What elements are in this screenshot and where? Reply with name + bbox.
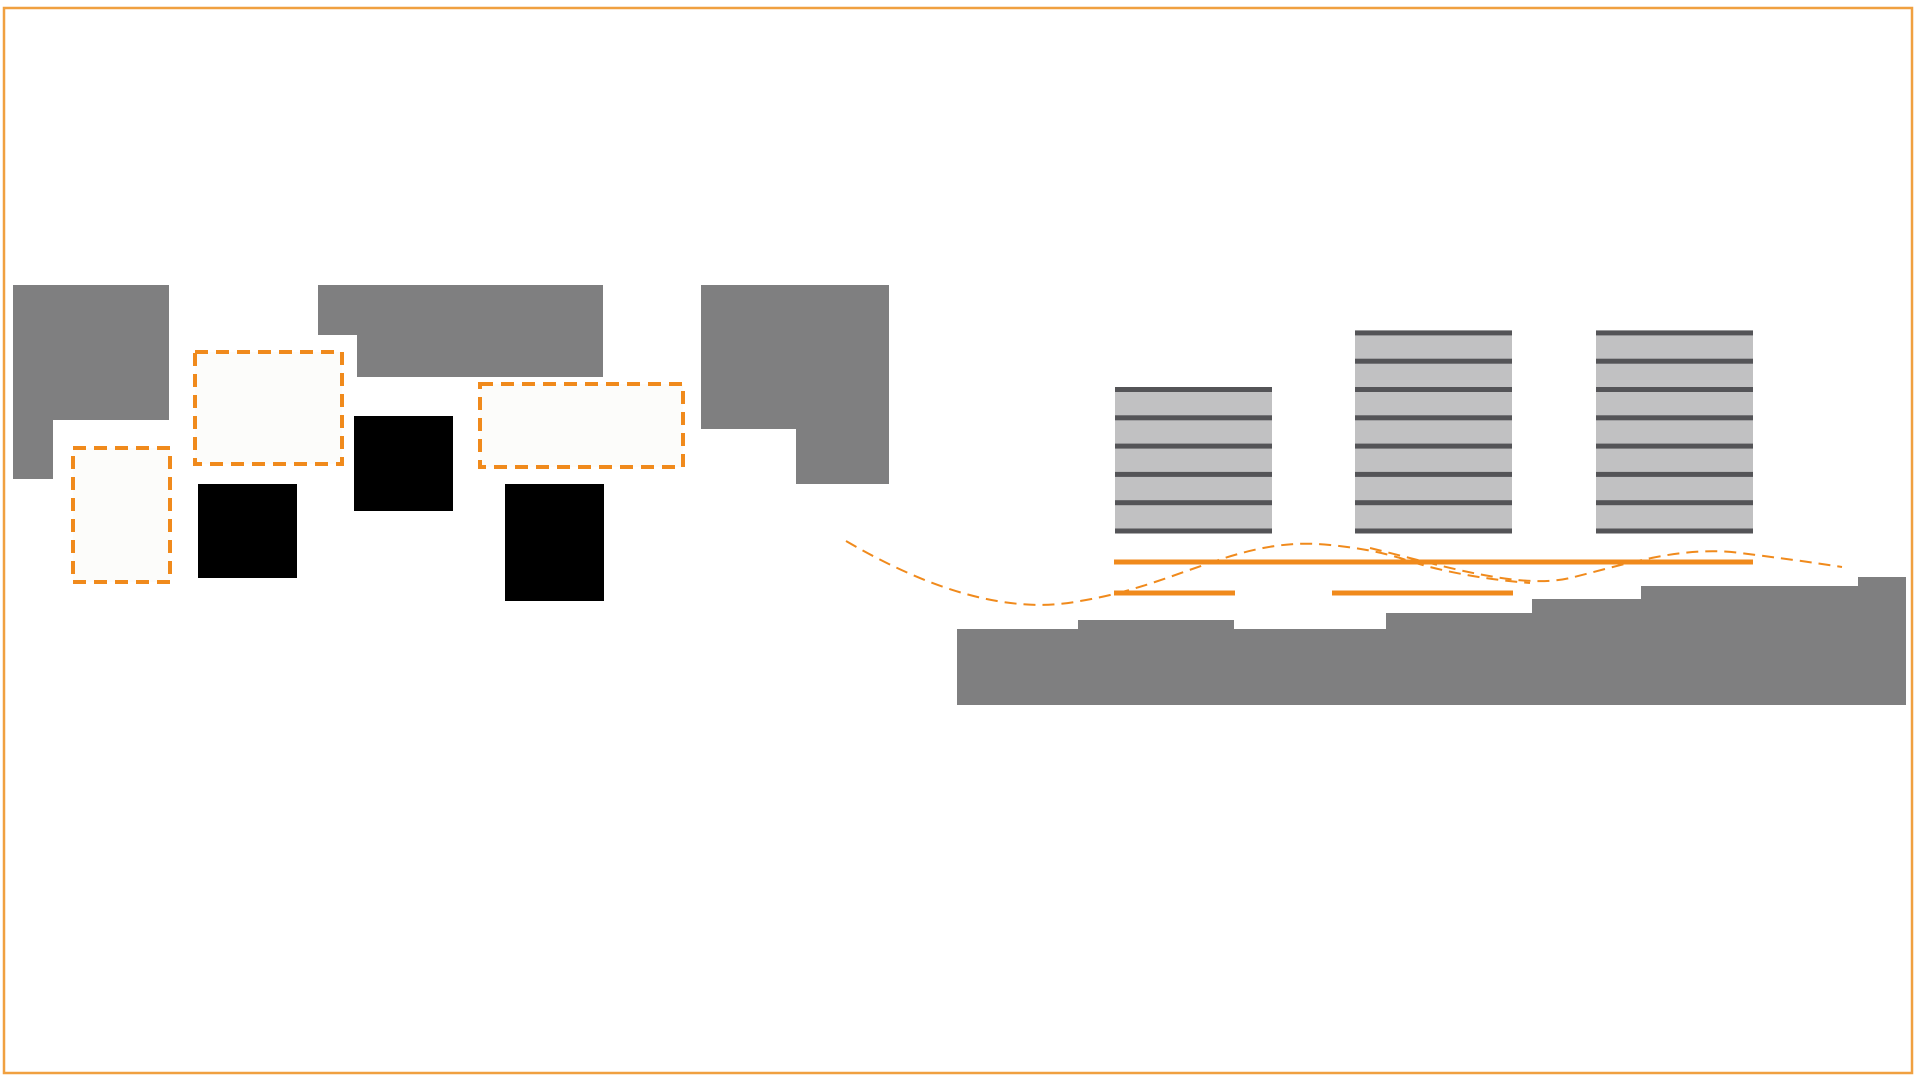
building-1-floor-line bbox=[1115, 387, 1272, 392]
plan-view bbox=[13, 285, 889, 601]
dashed-zone-2 bbox=[193, 350, 344, 466]
black-block-3 bbox=[505, 484, 604, 601]
dashed-curve-2 bbox=[1369, 547, 1843, 583]
building-2-floor-line bbox=[1355, 358, 1512, 364]
building-2-floor-line bbox=[1355, 387, 1512, 392]
gray-mass-1 bbox=[13, 285, 169, 479]
dashed-curve-1 bbox=[845, 540, 1531, 606]
building-3-body bbox=[1596, 332, 1753, 531]
building-3-floor-line bbox=[1596, 330, 1753, 336]
black-block-2 bbox=[354, 416, 453, 511]
building-1-floor-line bbox=[1115, 415, 1272, 421]
building-1-floor-line bbox=[1115, 500, 1272, 506]
building-2-floor-line bbox=[1355, 500, 1512, 506]
building-3-floor-line bbox=[1596, 415, 1753, 421]
building-2-floor-line bbox=[1355, 443, 1512, 449]
building-3-floor-line bbox=[1596, 387, 1753, 392]
building-1-floor-line bbox=[1115, 443, 1272, 449]
terrain-mass bbox=[957, 577, 1906, 705]
building-1 bbox=[1115, 387, 1272, 534]
gray-mass-2 bbox=[318, 285, 603, 377]
section-view bbox=[845, 330, 1906, 705]
black-block-1 bbox=[198, 484, 297, 578]
outer-frame bbox=[2, 6, 1914, 1075]
dashed-zone-1 bbox=[71, 446, 172, 584]
building-3-floor-line bbox=[1596, 358, 1753, 364]
building-3-floor-line bbox=[1596, 443, 1753, 449]
dashed-zone-3 bbox=[478, 382, 685, 469]
building-2-floor-line bbox=[1355, 415, 1512, 421]
building-3-floor-line bbox=[1596, 500, 1753, 506]
building-1-floor-line bbox=[1115, 471, 1272, 477]
building-1-floor-line bbox=[1115, 528, 1272, 534]
building-3 bbox=[1596, 330, 1753, 534]
building-3-floor-line bbox=[1596, 471, 1753, 477]
building-2-floor-line bbox=[1355, 471, 1512, 477]
building-2-floor-line bbox=[1355, 330, 1512, 336]
building-2 bbox=[1355, 330, 1512, 534]
gray-mass-3 bbox=[701, 285, 889, 484]
building-1-body bbox=[1115, 389, 1272, 531]
building-2-floor-line bbox=[1355, 528, 1512, 534]
building-2-body bbox=[1355, 332, 1512, 531]
building-3-floor-line bbox=[1596, 528, 1753, 534]
